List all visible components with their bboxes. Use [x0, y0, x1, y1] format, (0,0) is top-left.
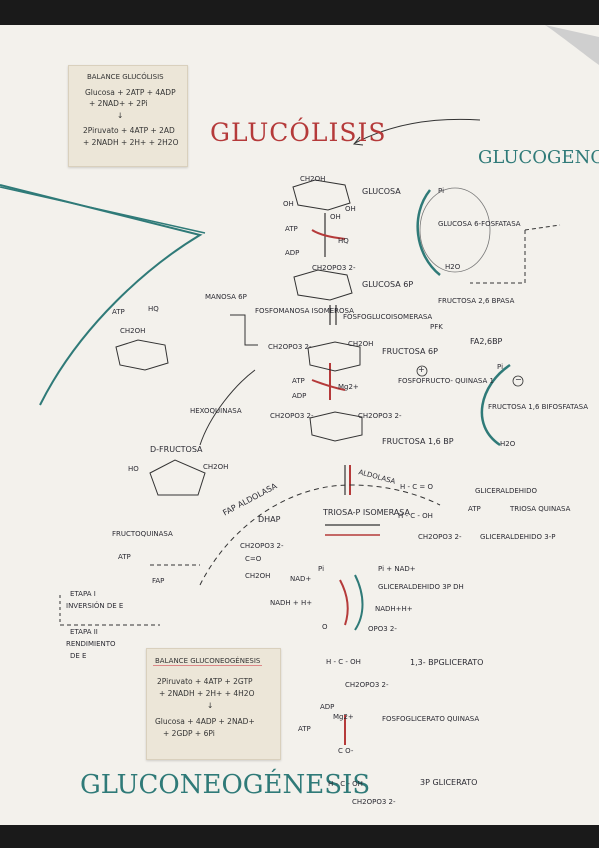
formula-c-o: C=O — [245, 555, 262, 563]
cofactor-pi: Pi — [318, 565, 325, 573]
cofactor-pi-nad: Pi + NAD+ — [378, 565, 416, 573]
cofactor-adp: ADP — [292, 392, 307, 400]
glucolisis-title: GLUCÓLISIS — [210, 118, 387, 147]
enzyme-fosfofructoquinasa: FOSFOFRUCTO- QUINASA 1 — [398, 377, 494, 385]
enzyme-fructosa26: FRUCTOSA 2,6 BPASA — [438, 297, 515, 305]
diagram-lines — [0, 25, 599, 745]
cofactor-atp: ATP — [298, 725, 311, 733]
molecule-13bpglicerato: 1,3- BPGLICERATO — [410, 658, 484, 667]
balance-line: + 2GDP + 6Pi — [163, 729, 215, 738]
balance-line: 2Piruvato + 4ATP + 2AD — [83, 126, 175, 135]
enzyme-fa26bp: FA2,6BP — [470, 337, 503, 346]
gluconeogenesis-title: GLUCONEOGÉNESIS — [80, 770, 371, 800]
cofactor-atp: ATP — [285, 225, 298, 233]
formula-c-o-minus: C O- — [338, 747, 354, 755]
formula-ch2opo3: CH2OPO3 2- — [358, 412, 402, 420]
formula-h-c-oh: H - C - OH — [326, 658, 361, 666]
cofactor-nad: NAD+ — [290, 575, 312, 583]
cofactor-atp: ATP — [118, 553, 131, 561]
cofactor-atp: ATP — [468, 505, 481, 513]
cofactor-mg: Mg2+ — [333, 713, 354, 721]
cofactor-adp: ADP — [320, 703, 335, 711]
balance-glucolisis-note: BALANCE GLUCÓLISIS Glucosa + 2ATP + 4ADP… — [68, 65, 188, 167]
molecule-glucosa6p: GLUCOSA 6P — [362, 280, 414, 289]
formula-ch2oh: CH2OH — [120, 327, 146, 335]
enzyme-triosa-isomerasa: TRIOSA-P ISOMERASA — [323, 508, 410, 517]
formula-ch2opo3: CH2OPO3 2- — [268, 343, 312, 351]
molecule-manosa6p: MANOSA 6P — [205, 293, 247, 301]
cofactor-pi: Pi — [497, 363, 504, 371]
balance-line: 2Piruvato + 4ATP + 2GTP — [157, 677, 253, 686]
enzyme-glucosa6fosfatasa: GLUCOSA 6-FOSFATASA — [438, 220, 521, 228]
formula-ch2opo3: CH2OPO3 2- — [352, 798, 396, 806]
enzyme-pfk: PFK — [430, 323, 443, 331]
stage-1-label: ETAPA I — [70, 590, 96, 598]
molecule-fructosa6p: FRUCTOSA 6P — [382, 347, 438, 356]
formula-h-c-oh: H - C - OH — [398, 512, 433, 520]
formula-ch2opo3: CH2OPO3 2- — [240, 542, 284, 550]
molecule-3pglicerato: 3P GLICERATO — [420, 778, 478, 787]
enzyme-gliceraldehido3p-dh: GLICERALDEHIDO 3P DH — [378, 583, 464, 591]
formula-ho: HO — [128, 465, 139, 473]
formula-ch2opo3: CH2OPO3 2- — [312, 264, 356, 272]
molecule-d-fructosa: D-FRUCTOSA — [150, 445, 203, 454]
formula-ch2oh: CH2OH — [245, 572, 271, 580]
enzyme-fructosa16bifosfatasa: FRUCTOSA 1,6 BIFOSFATASA — [488, 403, 588, 411]
cofactor-h2o: H2O — [500, 440, 516, 448]
cofactor-atp: ATP — [112, 308, 125, 316]
molecule-gliceraldehido3p: GLICERALDEHIDO 3-P — [480, 533, 556, 541]
enzyme-hexoquinasa: HEXOQUINASA — [190, 407, 242, 415]
cofactor-hq: HQ — [338, 237, 349, 245]
molecule-glucosa: GLUCOSA — [362, 187, 401, 196]
stage-1-desc: INVERSIÓN DE E — [66, 602, 124, 610]
cofactor-atp: ATP — [292, 377, 305, 385]
cofactor-adp: ADP — [285, 249, 300, 257]
cofactor-mg: Mg2+ — [338, 383, 359, 391]
balance-line: Glucosa + 2ATP + 4ADP — [85, 88, 176, 97]
formula-h-c-oh: H - C - OH — [328, 780, 363, 788]
molecule-fap: FAP — [152, 577, 165, 585]
balance-gluconeogenesis-heading: BALANCE GLUCONEOGÉNESIS — [153, 657, 263, 666]
formula-hco: H - C = O — [400, 483, 433, 491]
cofactor-hq: HQ — [148, 305, 159, 313]
stage-2-label: ETAPA II — [70, 628, 98, 636]
balance-glucolisis-heading: BALANCE GLUCÓLISIS — [87, 73, 164, 81]
stage-2-desc: RENDIMIENTO — [66, 640, 116, 648]
formula-oh: OH — [330, 213, 341, 221]
balance-line: + 2NADH + 2H+ + 4H2O — [159, 689, 255, 698]
enzyme-fosfoglucoisomerasa: FOSFOGLUCOISOMERASA — [343, 313, 433, 321]
cofactor-nadh-h: NADH+H+ — [375, 605, 413, 613]
formula-ch2opo3: CH2OPO3 2- — [418, 533, 462, 541]
cofactor-h2o: H2O — [445, 263, 461, 271]
enzyme-fructoquinasa: FRUCTOQUINASA — [112, 530, 173, 538]
cofactor-nadh: NADH + H+ — [270, 599, 313, 607]
formula-ch2oh: CH2OH — [300, 175, 326, 183]
molecule-dhap: DHAP — [258, 515, 281, 524]
formula-opo3: OPO3 2- — [368, 625, 397, 633]
formula-ch2oh: CH2OH — [203, 463, 229, 471]
enzyme-triosa-quinasa: TRIOSA QUINASA — [510, 505, 571, 513]
formula-o: O — [322, 623, 328, 631]
cofactor-pi: Pi — [438, 187, 445, 195]
arrow-down-icon: ↓ — [117, 111, 124, 120]
enzyme-fosfoglicerato-quinasa: FOSFOGLICERATO QUINASA — [382, 715, 480, 723]
formula-oh: OH — [283, 200, 294, 208]
balance-line: + 2NADH + 2H+ + 2H2O — [83, 138, 179, 147]
enzyme-fosfomanosa-isomerasa: FOSFOMANOSA ISOMEROSA — [255, 307, 354, 315]
formula-oh: OH — [345, 205, 356, 213]
balance-line: Glucosa + 4ADP + 2NAD+ — [155, 717, 255, 726]
plus-sign: + — [418, 365, 425, 374]
molecule-gliceraldehido: GLICERALDEHIDO — [475, 487, 538, 495]
arrow-down-icon: ↓ — [207, 701, 214, 710]
formula-ch2oh: CH2OH — [348, 340, 374, 348]
formula-ch2opo3: CH2OPO3 2- — [270, 412, 314, 420]
formula-ch2opo3: CH2OPO3 2- — [345, 681, 389, 689]
balance-gluconeogenesis-note: BALANCE GLUCONEOGÉNESIS 2Piruvato + 4ATP… — [146, 648, 281, 760]
minus-sign: − — [515, 375, 522, 384]
molecule-fructosa16bp: FRUCTOSA 1,6 BP — [382, 437, 454, 446]
stage-2-desc: DE E — [70, 652, 87, 660]
balance-line: + 2NAD+ + 2Pi — [89, 99, 148, 108]
